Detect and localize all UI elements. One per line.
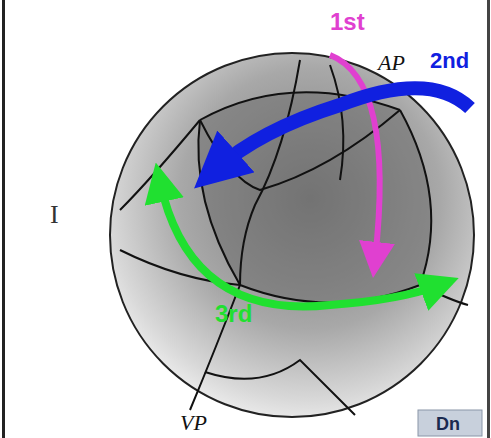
pole-label: VP: [180, 410, 207, 436]
cleavage-label: 1st: [330, 8, 365, 36]
pole-label: AP: [378, 50, 405, 76]
cleavage-label: 3rd: [215, 300, 252, 328]
view-label: I: [50, 200, 59, 230]
panel-tag: Dn: [436, 414, 460, 435]
cleavage-label: 2nd: [430, 48, 469, 74]
